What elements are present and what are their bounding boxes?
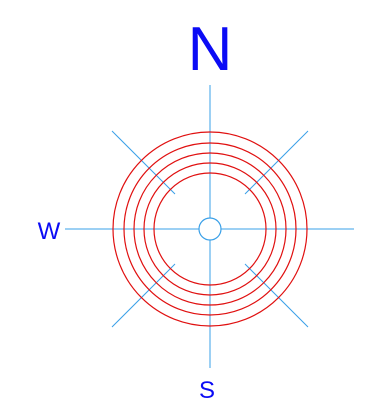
- ring-2: [143, 162, 277, 296]
- diagonal-northeast-segment: [244, 130, 309, 195]
- ring-5: [112, 131, 308, 327]
- center-circle: [198, 217, 222, 241]
- ring-3: [133, 152, 287, 306]
- ring-4: [123, 142, 297, 316]
- concentric-rings: [112, 131, 308, 327]
- ring-1: [153, 172, 267, 286]
- north-label: N: [188, 15, 233, 84]
- diagonal-southwest-segment: [111, 263, 176, 328]
- diagonal-southeast-segment: [244, 263, 309, 328]
- diagonal-northwest-segment: [111, 130, 176, 195]
- south-label: S: [199, 377, 215, 404]
- west-label: W: [38, 218, 61, 245]
